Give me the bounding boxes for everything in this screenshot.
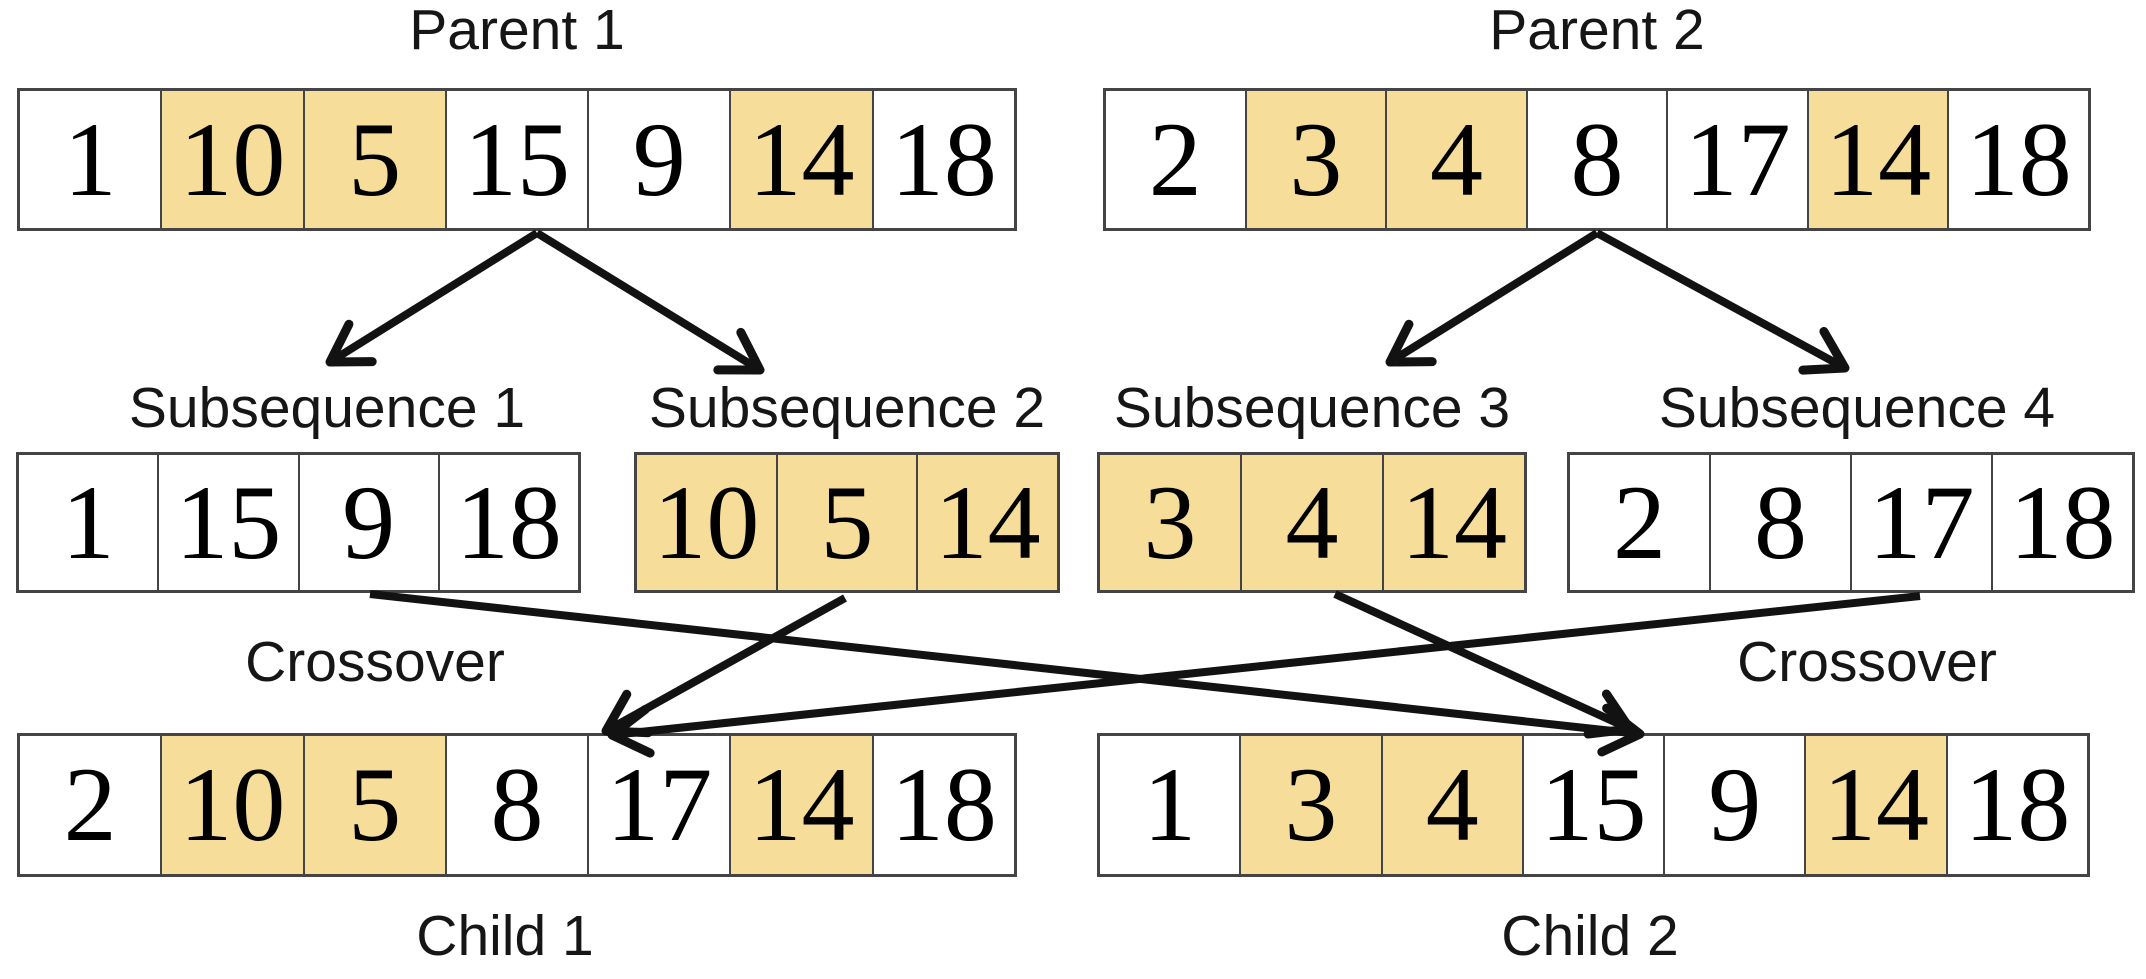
subsequence-4-cell-1: 2 (1570, 455, 1711, 590)
subsequence-1-label: Subsequence 1 (128, 376, 526, 440)
parent-1-cell-2: 10 (162, 91, 305, 228)
subsequence-3-cell-1: 3 (1100, 455, 1242, 590)
subsequence-1-cell-1: 1 (19, 455, 160, 590)
parent-1-cell-5: 9 (589, 91, 732, 228)
parent-2-cell-1: 2 (1106, 91, 1247, 228)
child-1-cell-6: 14 (731, 736, 874, 874)
parent1-to-subsequence1-arrow (325, 229, 540, 367)
parent-2-cell-4: 8 (1527, 91, 1669, 228)
subsequence-4-label: Subsequence 4 (1658, 376, 2056, 440)
child-1-cell-3: 5 (304, 736, 447, 874)
parent-1-label: Parent 1 (409, 0, 625, 62)
child-1-cell-1: 2 (20, 736, 163, 874)
subsequence1-to-child2-arrow (369, 590, 1645, 757)
child-2-cell-2: 3 (1241, 736, 1383, 874)
parent-2-cell-3: 4 (1387, 91, 1528, 228)
child-2-cell-6: 14 (1806, 736, 1948, 874)
subsequence-1-cell-2: 15 (159, 455, 300, 590)
subsequence-3-cell-3: 14 (1384, 455, 1524, 590)
subsequence3-to-child2-arrow (1333, 590, 1635, 739)
subsequence-1-cell-4: 18 (439, 455, 578, 590)
parent-1-cell-6: 14 (731, 91, 874, 228)
subsequence-3-label: Subsequence 3 (1113, 376, 1511, 440)
child-1-cell-7: 18 (873, 736, 1014, 874)
child-2-cell-4: 15 (1523, 736, 1666, 874)
child-1-cell-5: 17 (589, 736, 732, 874)
child-1-cell-4: 8 (446, 736, 590, 874)
parent-1-cell-3: 5 (304, 91, 447, 228)
child-2-cell-3: 4 (1382, 736, 1524, 874)
crossover-right-label: Crossover (1737, 630, 1997, 694)
crossover-left-label: Crossover (245, 630, 505, 694)
child-1-label: Child 1 (416, 904, 594, 968)
subsequence-2-label: Subsequence 2 (648, 376, 1046, 440)
child-2-cell-7: 18 (1947, 736, 2087, 874)
parent-1-cell-4: 15 (446, 91, 590, 228)
subsequence-4-cell-3: 17 (1852, 455, 1993, 590)
parent-2-cell-7: 18 (1949, 91, 2089, 228)
subsequence-1-cell-3: 9 (299, 455, 440, 590)
child-2-cell-1: 1 (1100, 736, 1242, 874)
parent2-to-subsequence4-arrow (1595, 229, 1850, 375)
parent-2-label: Parent 2 (1489, 0, 1705, 62)
parent-2-cell-5: 17 (1668, 91, 1809, 228)
parent-2-cell-2: 3 (1246, 91, 1388, 228)
child-2-label: Child 2 (1501, 904, 1679, 968)
parent-2-cell-6: 14 (1808, 91, 1950, 228)
subsequence-2-cell-1: 10 (637, 455, 778, 590)
subsequence-4-cell-4: 18 (1993, 455, 2132, 590)
parent1-to-subsequence2-arrow (534, 229, 765, 375)
parent-1-cell-7: 18 (873, 91, 1014, 228)
subsequence4-to-child1-arrow (607, 592, 1921, 758)
subsequence-2-cell-3: 14 (918, 455, 1058, 590)
subsequence-2-cell-2: 5 (777, 455, 919, 590)
subsequence-3-cell-2: 4 (1242, 455, 1384, 590)
child-1-cell-2: 10 (162, 736, 305, 874)
subsequence2-to-child1-arrow (601, 594, 847, 738)
parent-1-cell-1: 1 (20, 91, 163, 228)
child-2-cell-5: 9 (1665, 736, 1807, 874)
parent2-to-subsequence3-arrow (1385, 229, 1600, 367)
subsequence-4-cell-2: 8 (1711, 455, 1852, 590)
